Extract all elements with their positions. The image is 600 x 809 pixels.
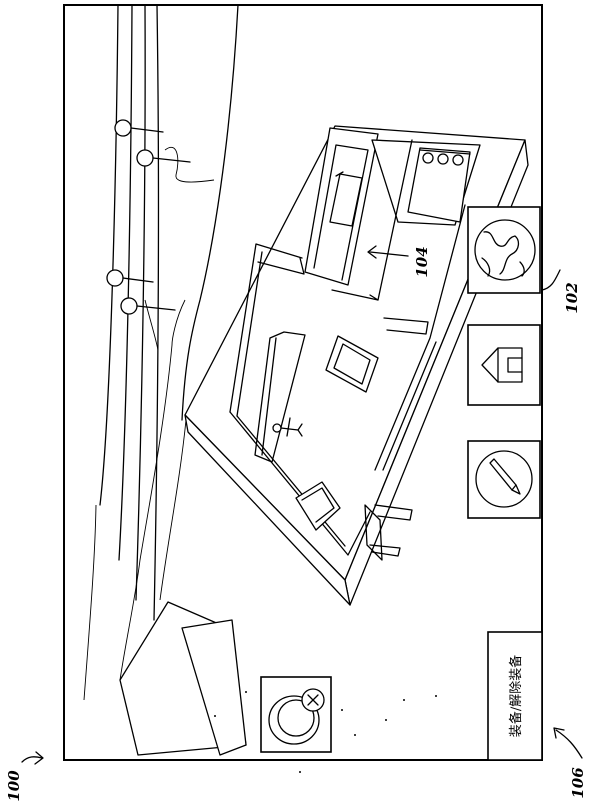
ref-100: 100: [5, 751, 44, 802]
utility-poles: [106, 119, 191, 315]
ref-numeral-106: 106: [569, 767, 587, 799]
globe-icon: [474, 219, 536, 281]
ref-106: 106: [553, 727, 587, 799]
ref-numeral-102: 102: [563, 282, 581, 313]
disarm-button[interactable]: [260, 676, 332, 753]
specks: [214, 691, 437, 773]
arm-disarm-label: 装备/解除装备: [508, 655, 524, 737]
house-button[interactable]: [467, 324, 541, 406]
ref-numeral-100: 100: [5, 770, 23, 802]
pencil-icon: [475, 450, 533, 508]
toolbar-icons: [467, 206, 541, 519]
house-icon: [481, 347, 523, 383]
disarm-icon: [268, 688, 325, 745]
ref-numeral-104: 104: [413, 246, 431, 277]
ref-104: 104: [367, 245, 431, 278]
person-figure: [272, 417, 303, 437]
ref-102: 102: [541, 269, 581, 314]
globe-button[interactable]: [467, 206, 541, 294]
arm-disarm-button[interactable]: [487, 631, 543, 761]
